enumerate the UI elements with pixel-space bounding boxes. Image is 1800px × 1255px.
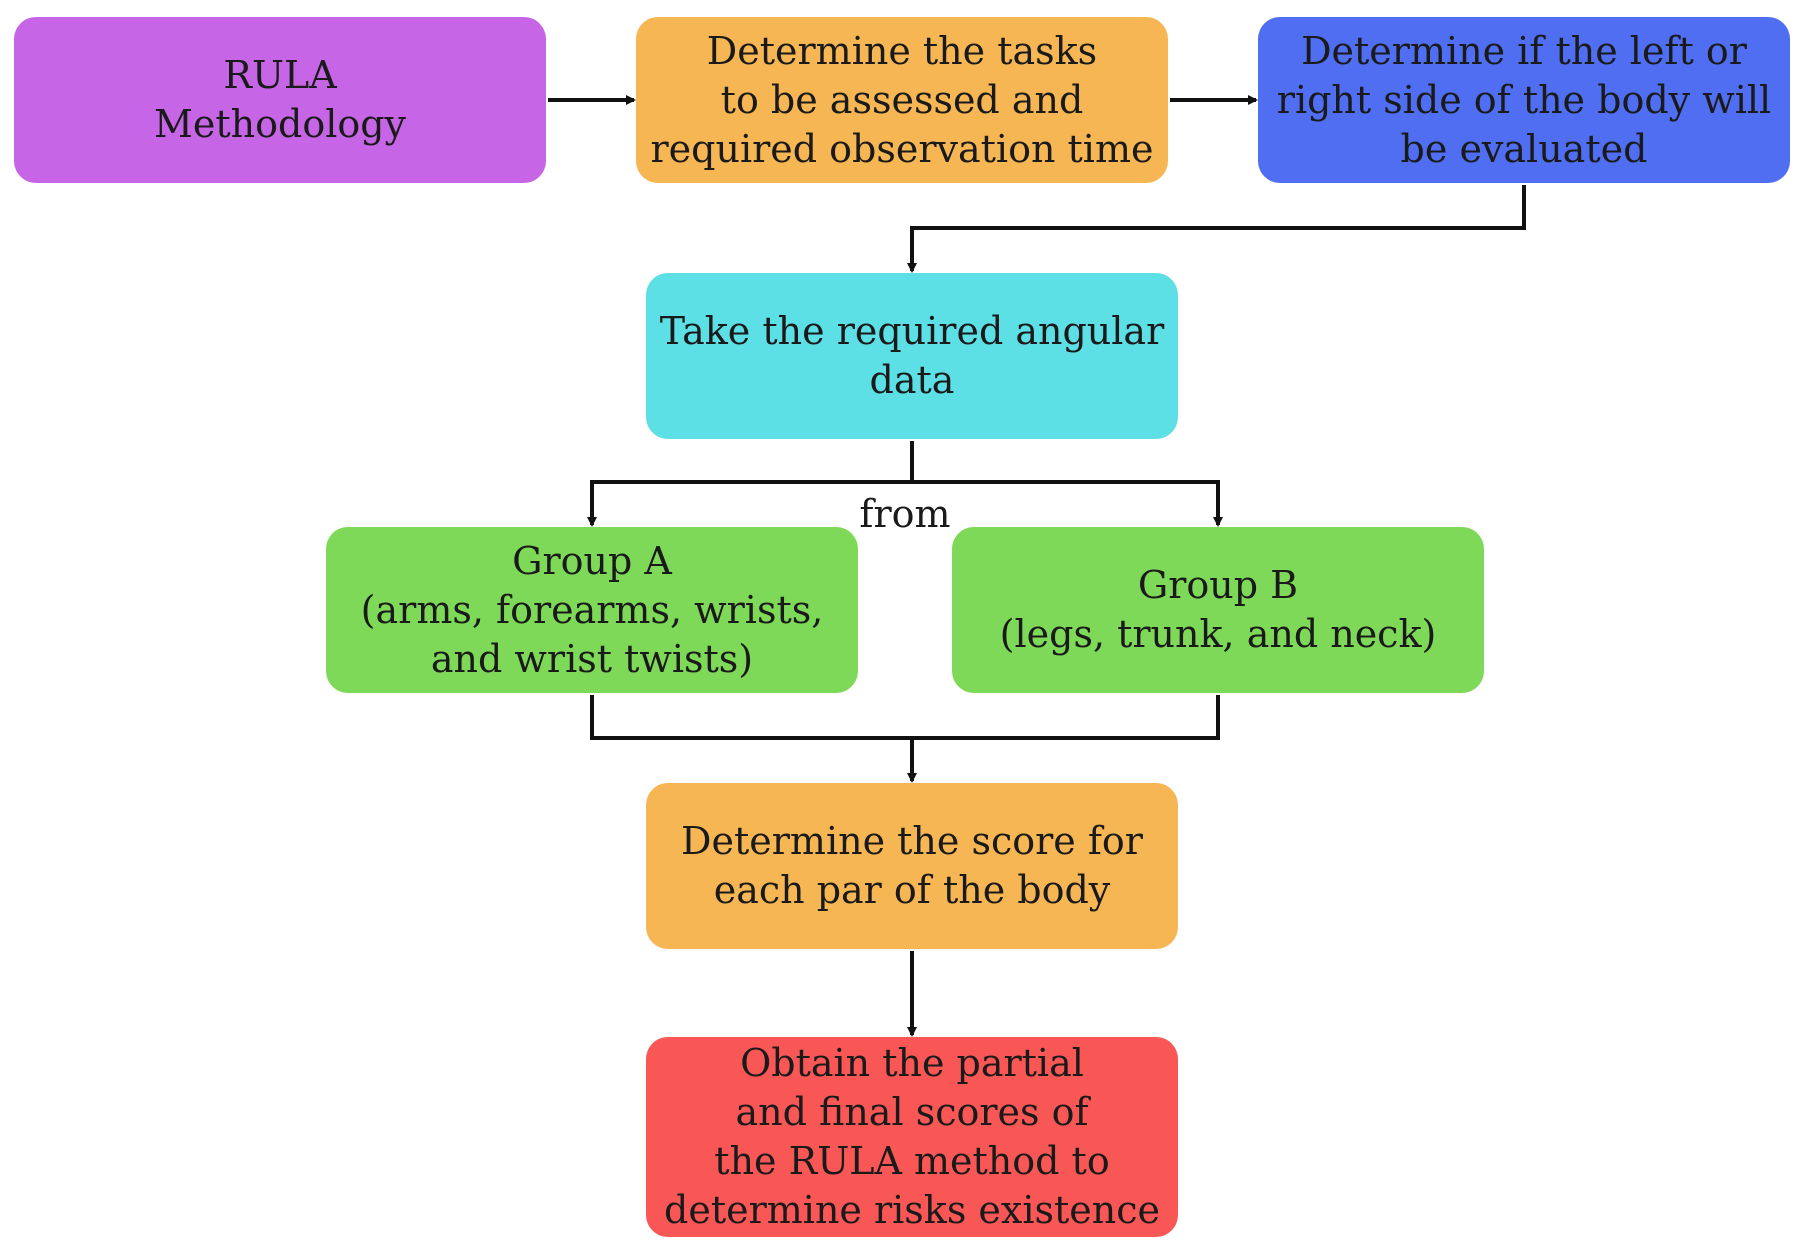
node-final-scores: Obtain the partial and final scores of t… [646, 1037, 1178, 1237]
node-determine-tasks: Determine the tasks to be assessed and r… [636, 17, 1168, 183]
node-group-b: Group B (legs, trunk, and neck) [952, 527, 1484, 693]
edge-split-to-group-a [587, 480, 912, 527]
node-determine-body-side: Determine if the left or right side of t… [1258, 17, 1790, 183]
edge-split-to-group-b [912, 480, 1223, 527]
edge-side-to-angular [907, 185, 1526, 273]
node-rula-methodology: RULA Methodology [14, 17, 546, 183]
edge-groups-merge [590, 695, 1220, 740]
node-group-a: Group A (arms, forearms, wrists, and wri… [326, 527, 858, 693]
edge-label-from: from [859, 492, 951, 536]
node-angular-data: Take the required angular data [646, 273, 1178, 439]
node-determine-score: Determine the score for each par of the … [646, 783, 1178, 949]
